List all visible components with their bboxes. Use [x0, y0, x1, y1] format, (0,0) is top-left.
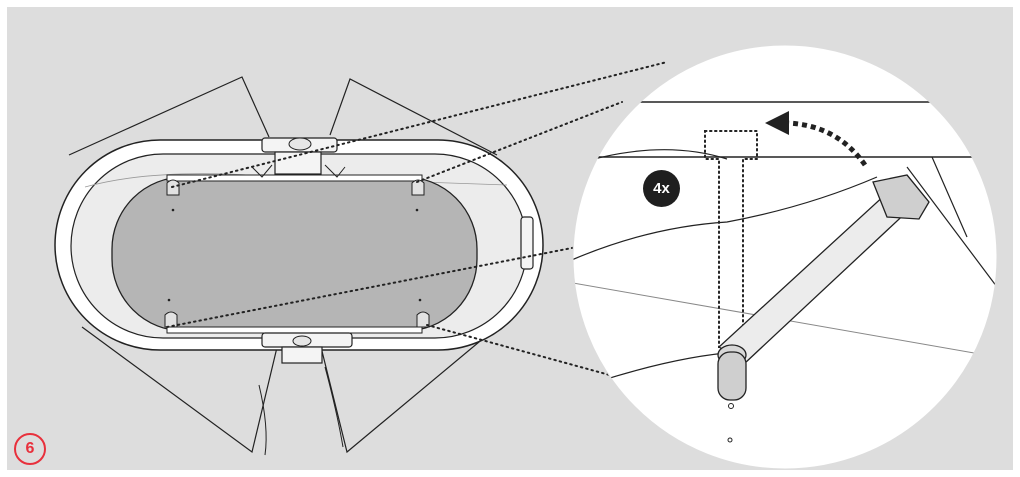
- fabric-flap-top-left: [68, 76, 270, 156]
- basin-floor: [111, 176, 478, 332]
- step-number: 6: [25, 440, 35, 457]
- support-tube: [717, 174, 930, 401]
- quantity-label: 4x: [653, 180, 670, 197]
- top-rail: [166, 137, 423, 182]
- fabric-flap-top-right: [329, 78, 498, 156]
- callout-lines: [166, 61, 668, 378]
- fabric-flap-bottom-right: [318, 326, 498, 454]
- step-number-badge: 6: [14, 433, 46, 465]
- detail-zoom-circle: [573, 45, 997, 469]
- fabric-flap-bottom-left: [81, 326, 280, 456]
- side-latch: [520, 216, 534, 270]
- instruction-panel: 4x 6: [7, 7, 1013, 470]
- detail-zoom-border: [572, 44, 998, 470]
- assembly-illustration: [54, 44, 998, 470]
- detail-zoom-content: [573, 101, 997, 443]
- rotation-arrow: [786, 120, 868, 167]
- bottom-rail: [166, 326, 423, 364]
- mount-clips: [164, 179, 430, 328]
- quantity-badge: 4x: [643, 170, 680, 207]
- rotation-arrow-head: [765, 111, 789, 135]
